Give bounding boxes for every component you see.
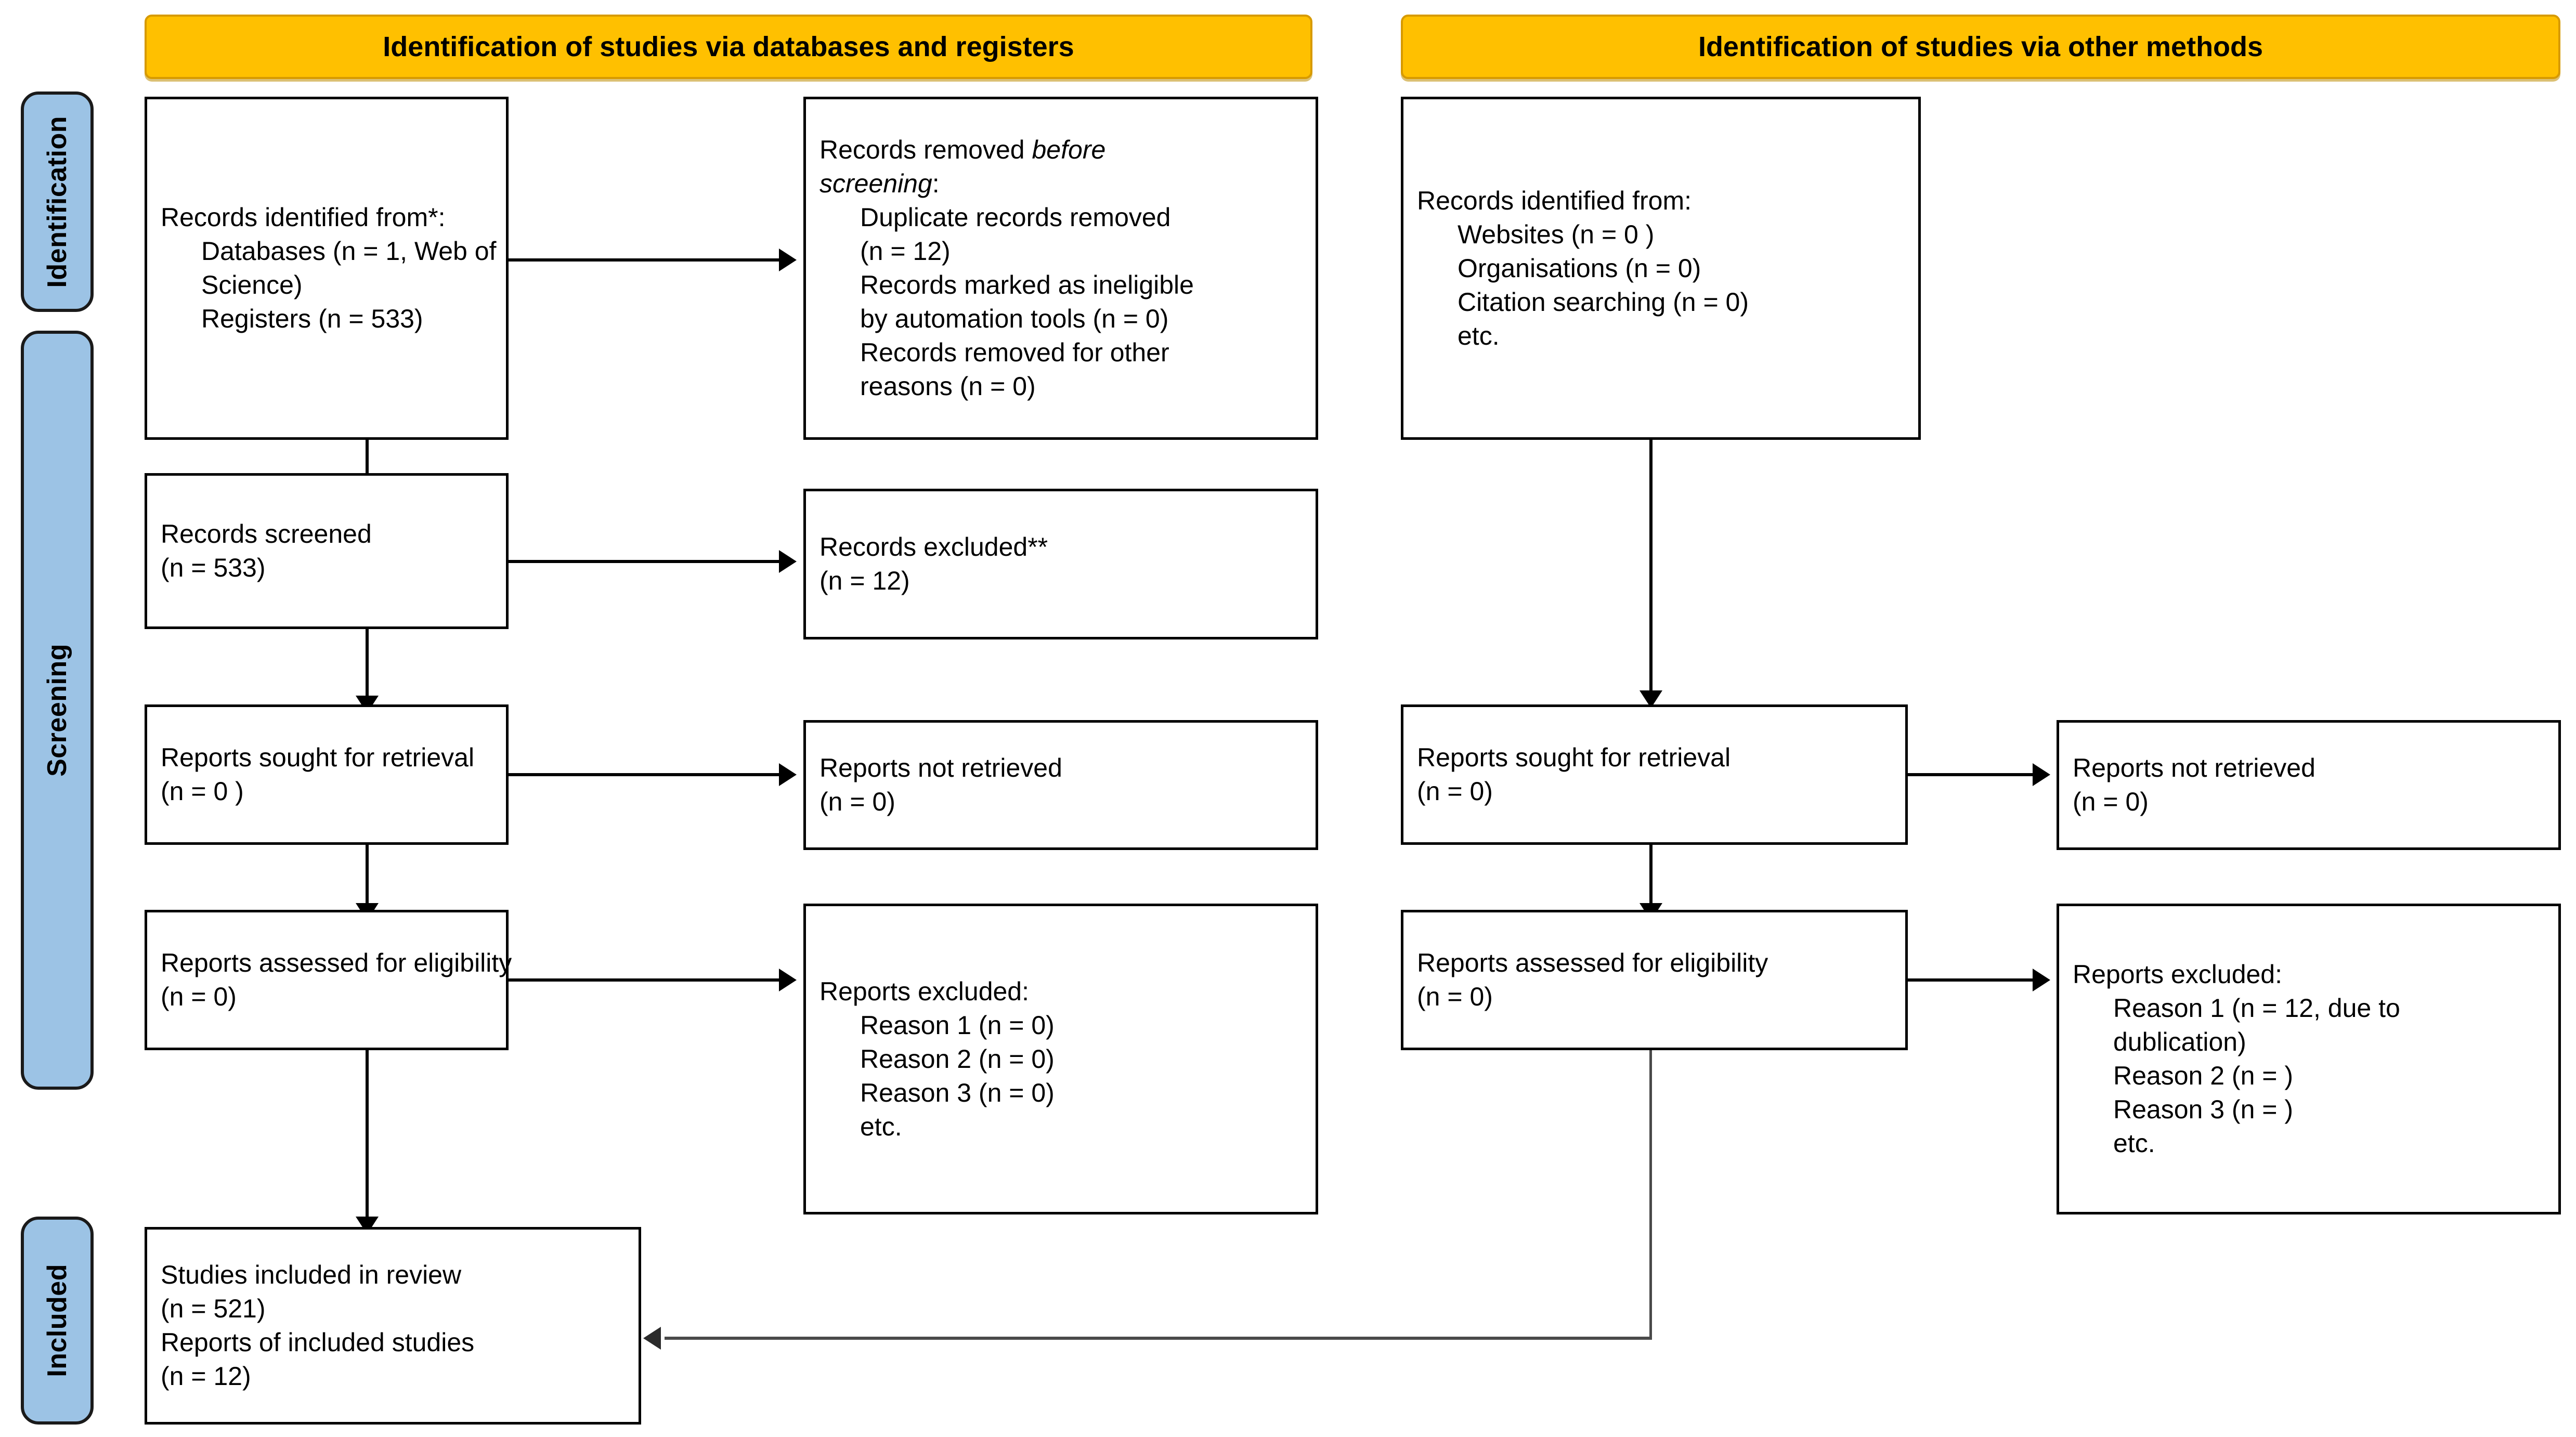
arrow-sought-to-not-retrieved-left (779, 763, 797, 786)
section-header-other-methods: Identification of studies via other meth… (1401, 15, 2560, 79)
connector-sought-to-assessed-right (1649, 845, 1653, 908)
phase-tab-screening: Screening (21, 331, 94, 1090)
box-line: Studies included in review (161, 1260, 462, 1289)
box-line: etc. (2113, 1129, 2155, 1158)
box-line: (n = 0) (161, 982, 237, 1011)
connector-right-assessed-elbow-vertical (1649, 1050, 1652, 1339)
box-line: Records removed for other (860, 338, 1169, 367)
box-line: (n = 12) (161, 1362, 251, 1391)
box-line: (n = 12) (819, 566, 910, 595)
box-reports-excluded-left: Reports excluded: Reason 1 (n = 0) Reaso… (803, 904, 1318, 1214)
box-reports-excluded-right: Reports excluded: Reason 1 (n = 12, due … (2057, 904, 2561, 1214)
box-reports-assessed-right: Reports assessed for eligibility (n = 0) (1401, 910, 1908, 1050)
box-line: Records identified from: (1417, 186, 1692, 215)
connector-identified-other-to-sought (1649, 440, 1653, 696)
box-line: Reason 3 (n = ) (2113, 1095, 2294, 1124)
box-line: Reports of included studies (161, 1328, 475, 1357)
box-line: Reports assessed for eligibility (161, 948, 512, 977)
connector-screened-to-excluded (509, 560, 779, 563)
arrow-identified-to-removed (779, 249, 797, 271)
box-line: Reports excluded: (2073, 960, 2283, 989)
box-line: Citation searching (n = 0) (1458, 287, 1749, 317)
box-line: Reports not retrieved (2073, 753, 2315, 782)
box-line: screening: (819, 169, 940, 198)
box-line: (n = 0) (2073, 787, 2149, 816)
box-line: Databases (n = 1, Web of (201, 237, 497, 266)
box-line: Registers (n = 533) (201, 304, 423, 333)
box-line: Records excluded** (819, 532, 1048, 561)
box-line: reasons (n = 0) (860, 372, 1036, 401)
box-line: Duplicate records removed (860, 203, 1171, 232)
box-reports-sought-left: Reports sought for retrieval (n = 0 ) (145, 704, 509, 845)
box-line: by automation tools (n = 0) (860, 304, 1169, 333)
box-line: Science) (201, 270, 303, 299)
box-reports-assessed-left: Reports assessed for eligibility (n = 0) (145, 910, 512, 1050)
box-line: (n = 0) (1417, 777, 1493, 806)
box-line: Records identified from*: (161, 203, 446, 232)
box-line: (n = 0 ) (161, 777, 244, 806)
arrow-assessed-to-excluded-right (2033, 969, 2050, 991)
box-line: Records marked as ineligible (860, 270, 1194, 299)
box-line: Reason 2 (n = 0) (860, 1044, 1055, 1074)
box-records-identified-other: Records identified from: Websites (n = 0… (1401, 97, 1921, 440)
arrow-screened-to-excluded (779, 550, 797, 573)
phase-tab-screening-label: Screening (42, 644, 72, 777)
box-reports-sought-right: Reports sought for retrieval (n = 0) (1401, 704, 1908, 845)
connector-screened-to-sought (366, 629, 369, 701)
connector-assessed-to-included (366, 1050, 369, 1222)
box-line: Websites (n = 0 ) (1458, 219, 1655, 249)
arrow-sought-to-not-retrieved-right (2033, 763, 2050, 786)
box-studies-included: Studies included in review (n = 521) Rep… (145, 1227, 641, 1425)
section-header-databases-label: Identification of studies via databases … (383, 31, 1074, 62)
box-line: etc. (1458, 321, 1500, 350)
box-line: etc. (860, 1112, 902, 1141)
box-records-excluded: Records excluded** (n = 12) (803, 489, 1318, 639)
box-line: Reports sought for retrieval (161, 743, 475, 772)
box-line: Records removed before (819, 135, 1106, 164)
box-line: dublication) (2113, 1027, 2246, 1056)
box-records-screened: Records screened (n = 533) (145, 473, 509, 629)
box-records-identified: Records identified from*: Databases (n =… (145, 97, 509, 440)
connector-assessed-to-excluded-left (509, 978, 779, 982)
box-line: Organisations (n = 0) (1458, 253, 1701, 283)
box-line: (n = 521) (161, 1294, 266, 1323)
box-line: (n = 0) (1417, 982, 1493, 1011)
box-line: Reports sought for retrieval (1417, 743, 1731, 772)
box-reports-not-retrieved-right: Reports not retrieved (n = 0) (2057, 720, 2561, 850)
box-line: Reason 1 (n = 12, due to (2113, 994, 2400, 1023)
phase-tab-identification: Identification (21, 92, 94, 312)
box-line: Reports not retrieved (819, 753, 1062, 782)
box-line: Reports assessed for eligibility (1417, 948, 1768, 977)
connector-identified-to-removed (509, 258, 779, 262)
box-line: (n = 0) (819, 787, 895, 816)
box-line: Reason 1 (n = 0) (860, 1010, 1055, 1040)
box-line: (n = 12) (860, 237, 951, 266)
connector-sought-to-not-retrieved-right (1908, 773, 2033, 776)
box-reports-not-retrieved-left: Reports not retrieved (n = 0) (803, 720, 1318, 850)
arrow-right-assessed-to-included (643, 1327, 661, 1350)
connector-assessed-to-excluded-right (1908, 978, 2033, 982)
section-header-databases: Identification of studies via databases … (145, 15, 1312, 79)
phase-tab-included: Included (21, 1217, 94, 1425)
box-line: Reason 2 (n = ) (2113, 1061, 2294, 1090)
section-header-other-methods-label: Identification of studies via other meth… (1698, 31, 2263, 62)
connector-sought-to-assessed-left (366, 845, 369, 908)
box-records-removed-before-screening: Records removed before screening: Duplic… (803, 97, 1318, 440)
box-line: Reports excluded: (819, 976, 1030, 1006)
box-line: Reason 3 (n = 0) (860, 1078, 1055, 1107)
phase-tab-identification-label: Identification (42, 115, 72, 288)
connector-sought-to-not-retrieved-left (509, 773, 779, 776)
phase-tab-included-label: Included (42, 1264, 72, 1377)
arrow-assessed-to-excluded-left (779, 969, 797, 991)
box-line: (n = 533) (161, 553, 266, 582)
box-line: Records screened (161, 519, 372, 548)
connector-right-assessed-elbow-horizontal (665, 1337, 1652, 1340)
